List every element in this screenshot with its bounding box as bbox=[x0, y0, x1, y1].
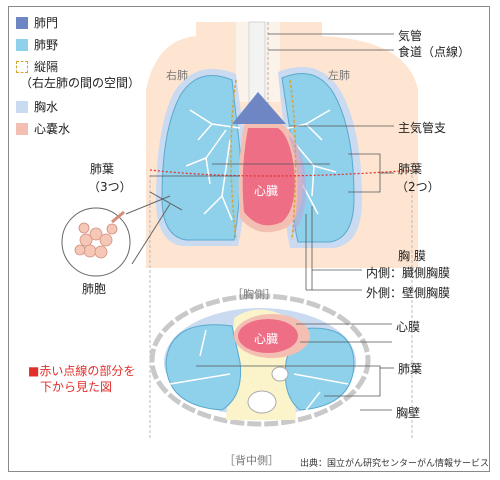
cross-heart-label: 心臓 bbox=[254, 332, 279, 346]
heart-label: 心臓 bbox=[254, 184, 279, 198]
legend-item-hilum: 肺門 bbox=[16, 14, 140, 32]
legend-swatch-lung-field bbox=[16, 39, 28, 51]
right-lung-shape bbox=[161, 75, 241, 241]
alveoli-circle bbox=[61, 207, 131, 277]
legend-swatch-pleural-effusion bbox=[16, 101, 28, 113]
pleura-inner-callout: 内側：臓側胸膜 bbox=[366, 266, 451, 280]
pleura-outer-callout: 外側：壁側胸膜 bbox=[366, 286, 451, 300]
legend-item-pericardial-effusion: 心嚢水 bbox=[16, 120, 140, 138]
legend-item-pleural-effusion: 胸水 bbox=[16, 98, 140, 116]
cross-lobe-lines bbox=[169, 329, 349, 411]
legend-label-lung-field: 肺野 bbox=[34, 38, 59, 52]
right-lobes-label-1: 肺葉 bbox=[90, 162, 115, 176]
left-lobes-label-2: （2つ） bbox=[396, 180, 440, 194]
cross-lobes-callout: 肺葉 bbox=[398, 362, 423, 376]
legend-label-mediastinum: 縦隔 bbox=[34, 60, 59, 74]
pleura-title: 胸 膜 bbox=[398, 249, 426, 263]
legend-label-pericardial-effusion: 心嚢水 bbox=[34, 122, 71, 136]
left-lung-label: 左肺 bbox=[328, 69, 350, 82]
cross-heart bbox=[238, 319, 298, 353]
vertebra bbox=[247, 390, 277, 414]
source-credit: 出典：国立がん研究センターがん情報サービス bbox=[300, 459, 490, 469]
pericardium-callout: 心膜 bbox=[396, 320, 421, 334]
alveoli-cluster bbox=[74, 222, 118, 259]
alveoli-label: 肺胞 bbox=[82, 282, 107, 296]
legend-swatch-hilum bbox=[16, 17, 28, 29]
legend-label-hilum: 肺門 bbox=[34, 16, 59, 30]
cross-right-lung bbox=[165, 324, 242, 411]
legend-item-mediastinum: 縦隔 bbox=[16, 58, 140, 76]
back-side-label: ［背中側］ bbox=[224, 454, 279, 467]
esophagus-callout: 食道（点線） bbox=[398, 45, 471, 59]
right-lung-bronchi bbox=[185, 109, 241, 221]
front-side-label: ［胸側］ bbox=[232, 288, 276, 301]
left-lobes-label-1: 肺葉 bbox=[398, 162, 423, 176]
figure-frame bbox=[8, 6, 490, 472]
mediastinum-border-right bbox=[289, 79, 297, 241]
section-line bbox=[149, 169, 415, 177]
legend: 肺門 肺野 縦隔 （右左肺の間の空間） 胸水 心嚢水 bbox=[16, 14, 140, 142]
legend-label-pleural-effusion: 胸水 bbox=[34, 100, 59, 114]
right-lung-label: 右肺 bbox=[166, 69, 188, 82]
trachea-callout: 気管 bbox=[398, 29, 423, 43]
legend-swatch-mediastinum bbox=[16, 61, 28, 73]
heart-shape bbox=[242, 128, 295, 226]
leader-lines bbox=[149, 33, 394, 411]
left-lung-bronchi bbox=[279, 109, 337, 215]
section-note-line-1: ■赤い点線の部分を bbox=[28, 364, 136, 378]
main-bronchus-callout: 主気管支 bbox=[398, 121, 447, 135]
aorta bbox=[271, 366, 289, 382]
magnifier-line-2 bbox=[131, 203, 171, 265]
mediastinum-border-left bbox=[230, 79, 237, 241]
hilum-shape bbox=[232, 92, 286, 124]
alveoli-bronchiole bbox=[111, 210, 125, 224]
pleural-fluid-left bbox=[288, 134, 306, 234]
legend-item-lung-field: 肺野 bbox=[16, 36, 140, 54]
right-lobes-label-2: （3つ） bbox=[88, 180, 132, 194]
section-note-line-2: 下から見た図 bbox=[40, 380, 113, 394]
chest-wall-callout: 胸壁 bbox=[396, 406, 421, 420]
legend-swatch-pericardial-effusion bbox=[16, 123, 28, 135]
legend-mediastinum-note: （右左肺の間の空間） bbox=[20, 76, 141, 90]
